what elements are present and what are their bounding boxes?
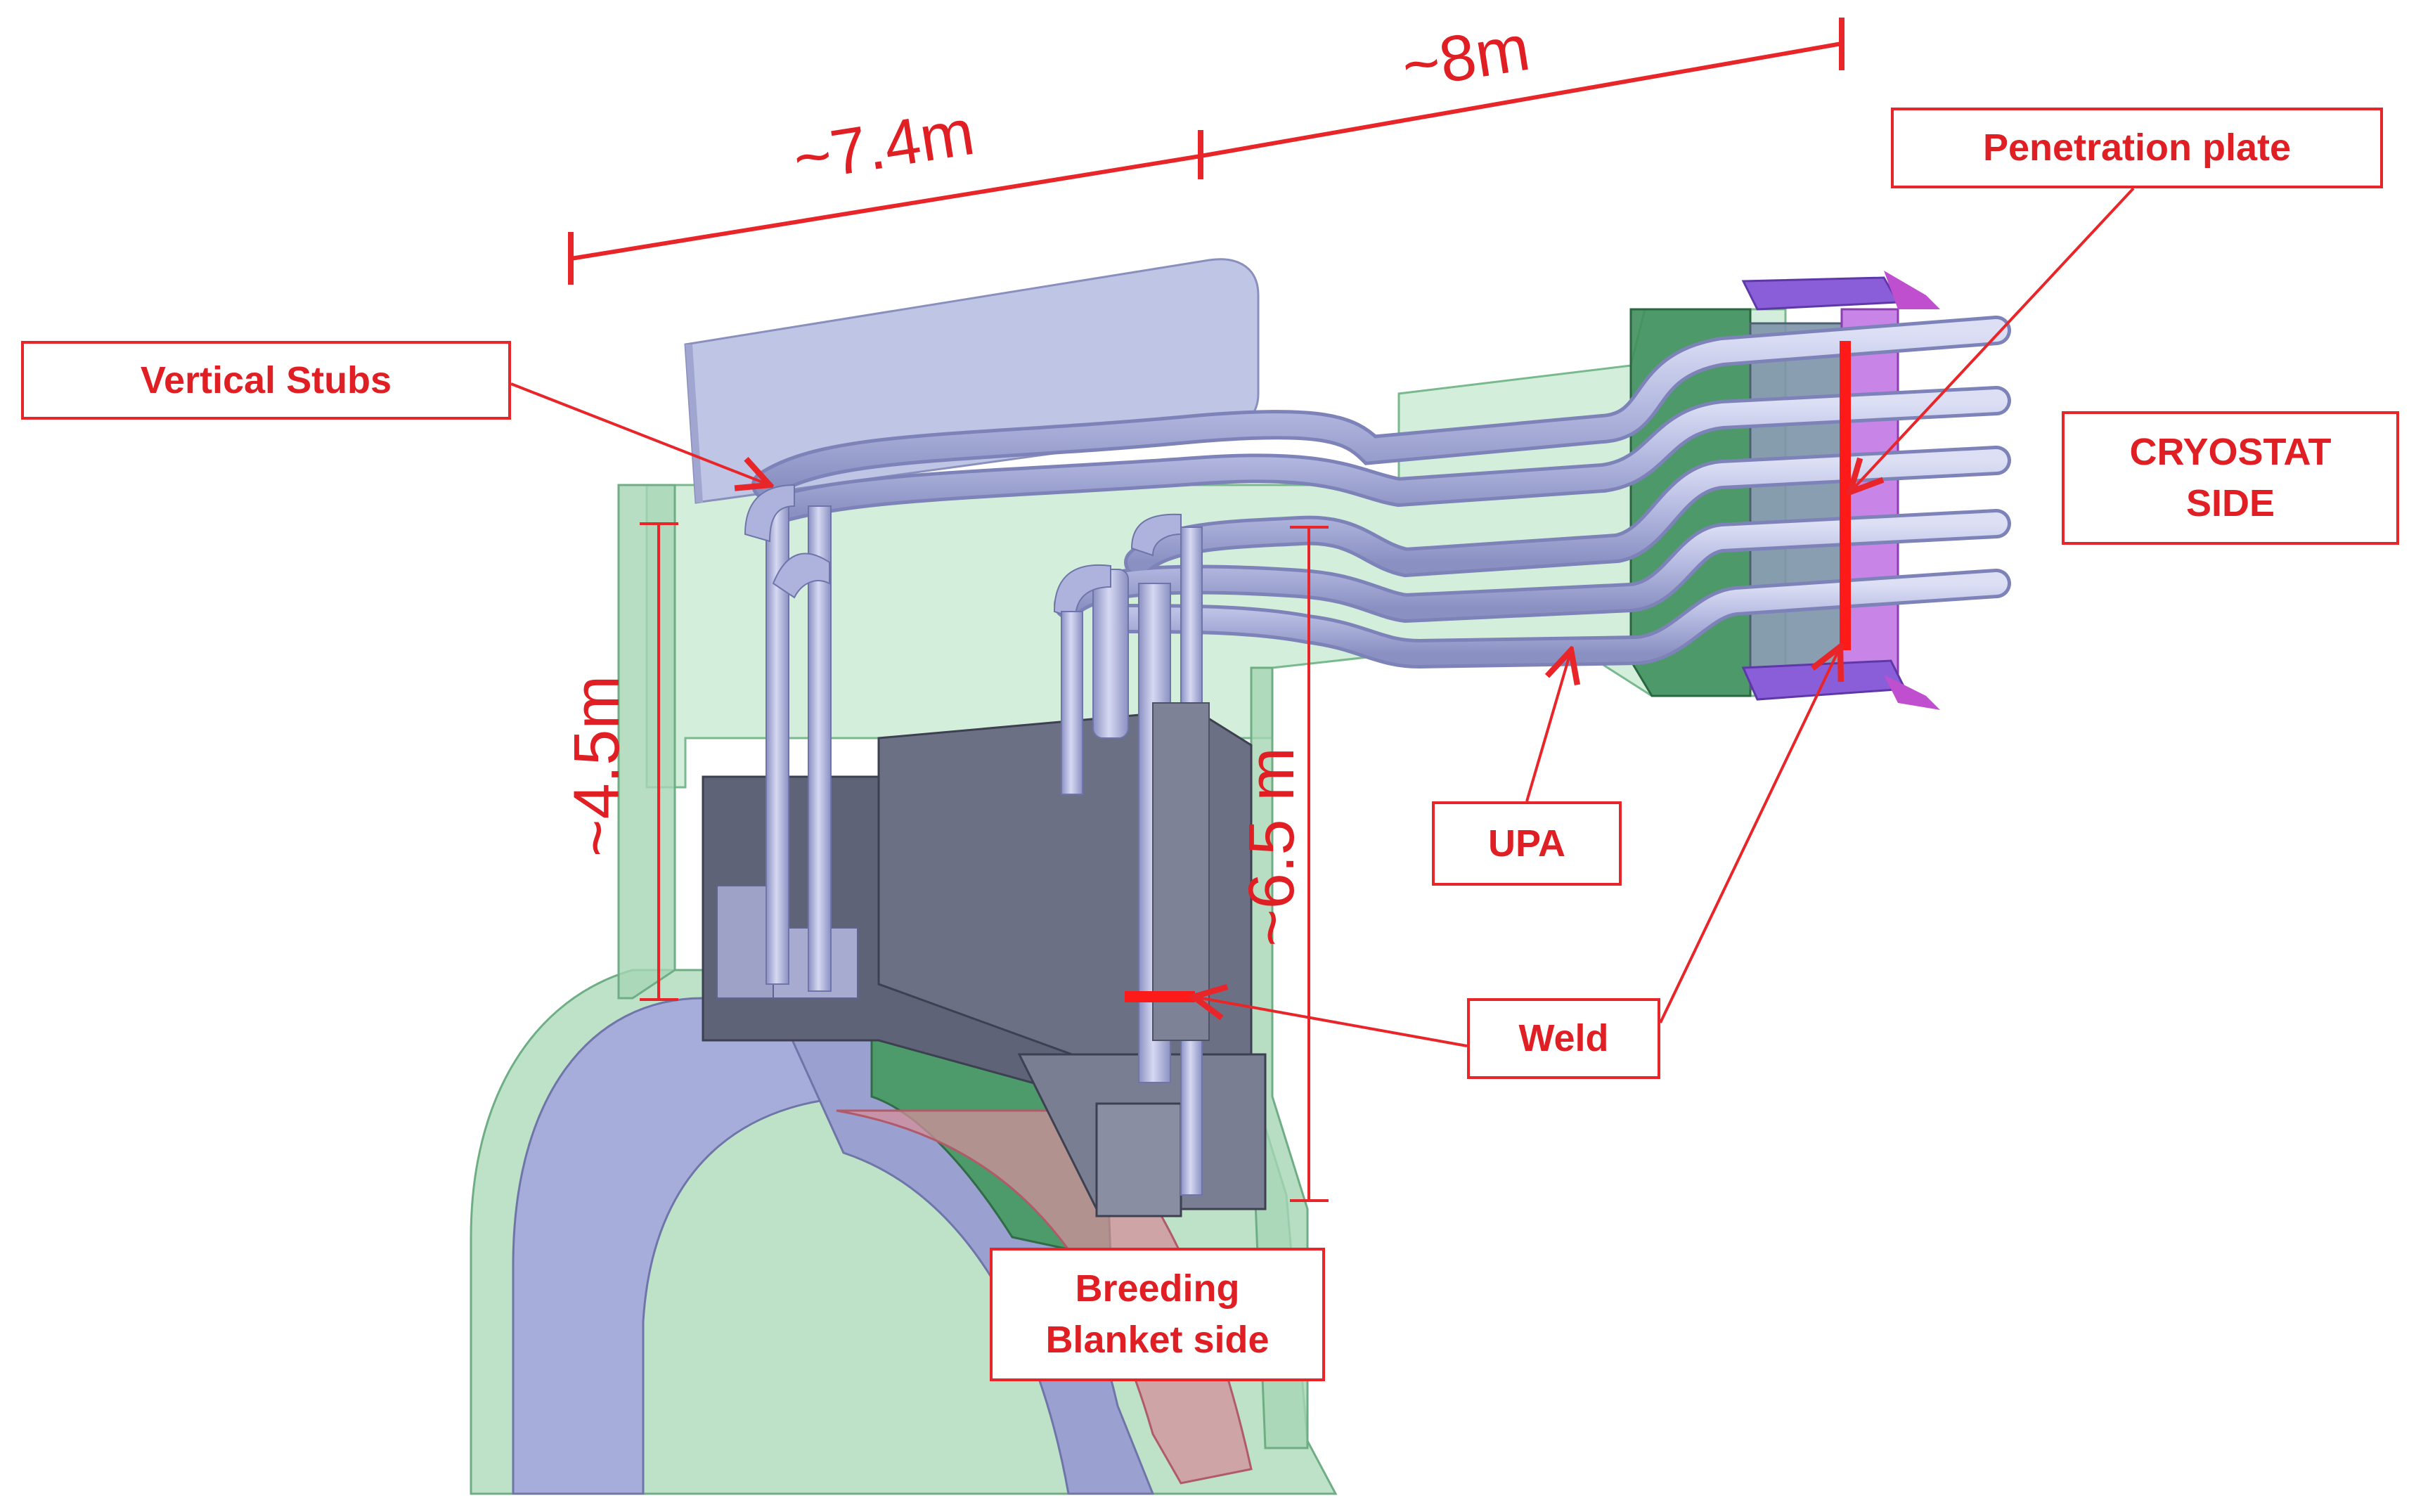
label-vertical-stubs: Vertical Stubs: [21, 341, 511, 420]
dim-horizontal-left: ~7.4m: [789, 96, 979, 195]
pipe-1-highlight: [755, 319, 2008, 496]
pipe-2-highlight: [755, 389, 2008, 524]
leader-upa: [1525, 650, 1571, 802]
stub-7: [1061, 611, 1083, 795]
label-penetration-plate: Penetration plate: [1891, 108, 2383, 188]
leader-penetration-plate: [1850, 187, 2135, 492]
dimension-lines: [568, 18, 1845, 1202]
pipe-bundle: [751, 316, 2011, 669]
port-wall-left: [617, 484, 676, 1000]
connector-violet-top: [1741, 276, 1900, 311]
callout-leaders: [510, 187, 2135, 1047]
dim-horizontal-right: ~8m: [1397, 12, 1535, 103]
connector-violet-tab-bottom: [1884, 675, 1940, 710]
dim-vertical-right: ~6.5 m: [1236, 747, 1307, 947]
stub-3: [1092, 569, 1129, 739]
shield-block-foot: [1095, 1102, 1182, 1217]
pipe-4-highlight: [1057, 512, 2008, 620]
connector-gray-body: [1749, 322, 1843, 690]
leader-weld-left: [1194, 997, 1468, 1047]
dim-vertical-left: ~4.5m: [561, 676, 633, 857]
label-breeding-blanket-side: Breeding Blanket side: [990, 1248, 1325, 1381]
pipe-5-highlight: [1113, 572, 2008, 666]
dim-horizontal-right-line: [1200, 41, 1842, 158]
stub-elbow-2: [772, 553, 830, 599]
stub-elbow-3: [1053, 564, 1111, 620]
stub-2: [808, 505, 832, 992]
stub-elbow-1: [744, 484, 795, 543]
pipe-3-highlight: [1128, 449, 2008, 574]
label-cryostat-side: CRYOSTAT SIDE: [2062, 411, 2399, 545]
connector-violet-tab-top: [1884, 271, 1940, 309]
manifold-box-edge: [685, 344, 703, 503]
stub-6: [1152, 702, 1210, 1041]
label-weld: Weld: [1467, 998, 1660, 1079]
leader-weld-right: [1659, 647, 1840, 1023]
label-upa: UPA: [1432, 801, 1622, 886]
leader-vertical-stubs: [510, 382, 770, 485]
dim-horizontal-left-line: [570, 154, 1201, 261]
stub-elbow-4: [1130, 513, 1182, 557]
